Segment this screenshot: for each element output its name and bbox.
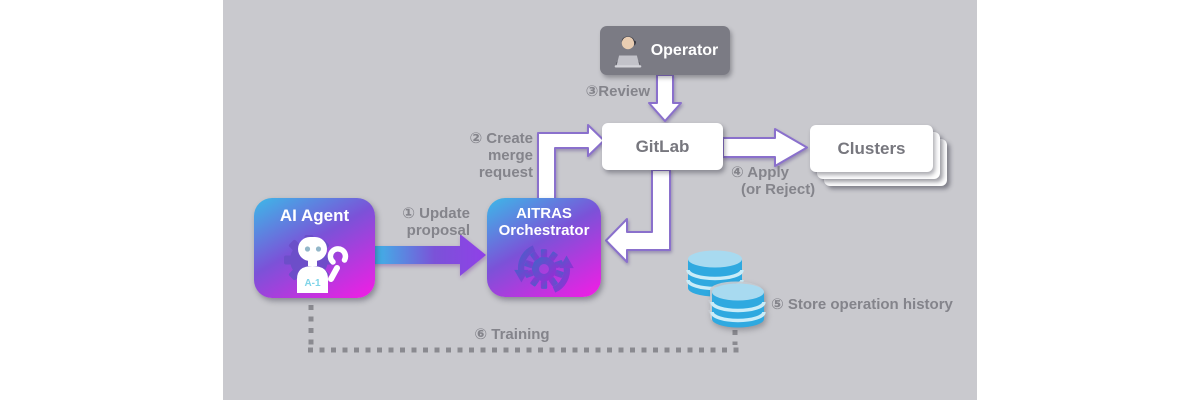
- node-aitras-orchestrator: AITRAS Orchestrator: [487, 198, 601, 297]
- label-update-line1: ① Update: [402, 205, 470, 222]
- arrow-update-proposal: [372, 234, 486, 276]
- database-front: [710, 283, 766, 328]
- database-cylinders-icon: [686, 250, 766, 328]
- gear-shape: [524, 249, 564, 289]
- arrow-create-merge-request: [537, 124, 605, 200]
- aitras-label-line2: Orchestrator: [498, 221, 590, 239]
- label-update-line2: proposal: [406, 221, 470, 239]
- label-update-proposal: ① Update proposal: [360, 205, 470, 240]
- node-operator: Operator: [600, 26, 730, 75]
- dotted-training-path: [308, 305, 740, 353]
- ai-agent-label: AI Agent: [279, 206, 350, 225]
- label-apply-line2: (or Reject): [741, 180, 816, 198]
- operator-label: Operator: [650, 41, 719, 59]
- gear-sync-icon: [514, 245, 574, 293]
- person-at-laptop-icon: [614, 35, 642, 68]
- gitlab-label: GitLab: [635, 136, 690, 156]
- arrow-gitlab-to-orchestrator: [605, 169, 671, 263]
- robot-badge: A-1: [304, 278, 321, 289]
- arrow-review: [648, 74, 682, 122]
- robot-shape: A-1: [296, 237, 348, 293]
- node-gitlab: GitLab: [602, 123, 723, 170]
- label-training: ⑥ Training: [452, 326, 572, 344]
- label-create-line2: merge: [487, 146, 533, 164]
- label-apply-line1: ④ Apply: [731, 164, 789, 181]
- label-store-text: ⑤ Store operation history: [771, 296, 953, 313]
- label-apply-or-reject: ④ Apply (or Reject): [731, 164, 851, 199]
- label-review: ③Review: [576, 83, 650, 101]
- robot-wrench-icon: A-1: [283, 235, 348, 293]
- label-training-text: ⑥ Training: [474, 326, 550, 343]
- node-clusters: Clusters: [810, 125, 933, 172]
- clusters-label: Clusters: [837, 138, 906, 158]
- label-review-text: ③Review: [585, 83, 650, 100]
- label-create-line1: ② Create: [469, 130, 533, 147]
- node-ai-agent: AI Agent A-1: [254, 198, 375, 298]
- label-create-line3: request: [478, 163, 533, 181]
- label-create-merge-request: ② Create merge request: [450, 130, 533, 182]
- arrow-apply: [722, 128, 808, 167]
- aitras-label-line1: AITRAS: [516, 205, 572, 222]
- label-store-operation-history: ⑤ Store operation history: [771, 296, 971, 314]
